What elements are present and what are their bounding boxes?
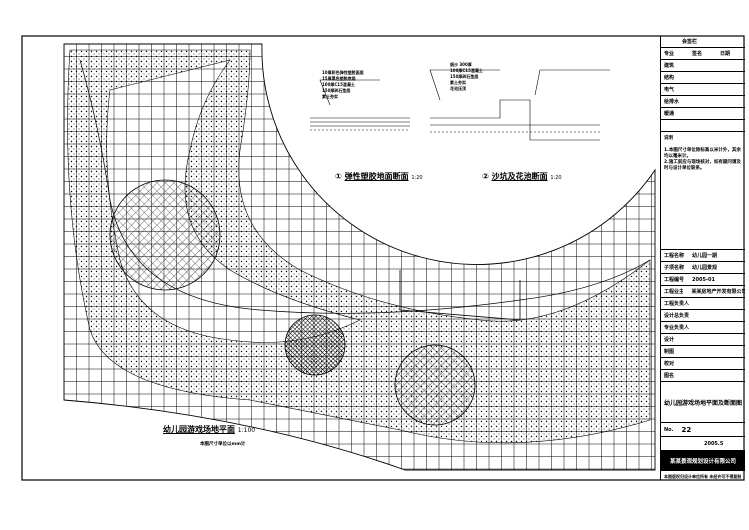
countersign-columns: 专业 签名 日期 (661, 48, 745, 60)
field-label: 校对 (664, 361, 675, 367)
company-name: 某某景观规划设计有限公司 (661, 451, 745, 471)
field-row: 子项名称 幼儿园景观 (661, 262, 745, 274)
field-row: 校对 (661, 358, 745, 370)
discipline-row: 电气 (661, 84, 745, 96)
date-row: 2005.5 (661, 437, 745, 451)
field-label: 工程业主 (664, 289, 684, 295)
col-label: 签名 (692, 51, 703, 57)
field-value: 幼儿园一期 (692, 253, 718, 259)
section1-scale: 1:20 (411, 175, 423, 181)
discipline: 建筑 (664, 63, 675, 69)
discipline: 结构 (664, 75, 675, 81)
crosshatch-circle-large (109, 179, 221, 291)
sheet-border (21, 35, 745, 481)
field-row: 工程业主 某某房地产开发有限公司 (661, 286, 745, 298)
discipline: 给排水 (664, 99, 680, 105)
sheet-no: 22 (681, 425, 692, 434)
title-block: 会签栏 专业 签名 日期 建筑 结构 电气 给排水 暖通 说明 1.本图尺寸单位… (660, 36, 745, 480)
field-value: 2005-01 (692, 276, 715, 283)
blank-row (661, 120, 745, 132)
field-label: 工程编号 (664, 277, 685, 283)
note: 150厚碎石垫层 (322, 88, 351, 93)
countersign-label: 会签栏 (682, 39, 698, 45)
field-row: 工程负责人 (661, 298, 745, 310)
section2-title: ② 沙坑及花池断面 1:20 (482, 171, 562, 182)
note: 100厚C15混凝土 (450, 68, 483, 73)
countersign-header: 会签栏 (661, 36, 745, 48)
crosshatch-circle-small (394, 344, 476, 426)
col-label: 专业 (664, 51, 675, 57)
section2-notes: 细沙 300厚 100厚C15混凝土 150厚碎石垫层 素土夯实 花池压顶 (450, 62, 483, 92)
sheet-row: No. 22 (661, 423, 745, 437)
field-label: 子项名称 (664, 265, 685, 271)
field-value: 幼儿园景观 (692, 265, 718, 271)
section1-title: ① 弹性塑胶地面断面 1:20 (335, 171, 423, 182)
note: 2.施工前应与现场核对，如有疑问请及时与设计单位联系。 (664, 160, 741, 171)
section2-title-text: 沙坑及花池断面 (491, 172, 548, 181)
discipline-row: 给排水 (661, 96, 745, 108)
note: 1.本图尺寸单位除标高以米计外，其余均以毫米计。 (664, 148, 741, 159)
note: 10厚彩色弹性塑胶面层 (322, 70, 364, 75)
curved-path-2 (399, 270, 521, 321)
footer-text: 本图版权归设计单位所有 未经许可不得复制 (664, 474, 742, 479)
discipline-row: 暖通 (661, 108, 745, 120)
field-label: 工程负责人 (664, 301, 690, 307)
field-label: 专业负责人 (664, 325, 690, 331)
field-row: 专业负责人 (661, 322, 745, 334)
field-row: 设计 (661, 334, 745, 346)
section2-number: ② (482, 172, 489, 181)
field-row: 图名 (661, 370, 745, 382)
notes-title: 说明 (664, 136, 673, 141)
note: 素土夯实 (322, 94, 338, 99)
discipline: 电气 (664, 87, 675, 93)
section1-number: ① (335, 172, 342, 181)
discipline: 暖通 (664, 111, 675, 117)
discipline-row: 建筑 (661, 60, 745, 72)
planting-area (67, 49, 651, 444)
note: 细沙 300厚 (450, 62, 472, 67)
field-label: 设计总负责 (664, 313, 690, 319)
section2-scale: 1:20 (550, 175, 562, 181)
plan-title-text: 幼儿园游戏场地平面 (163, 425, 235, 434)
footer: 本图版权归设计单位所有 未经许可不得复制 (661, 471, 745, 483)
dense-circle (284, 314, 346, 376)
field-row: 工程编号 2005-01 (661, 274, 745, 286)
plan-subtitle: 本图尺寸单位以mm计 (200, 442, 246, 447)
field-label: 工程名称 (664, 253, 685, 259)
section1-notes: 10厚彩色弹性塑胶面层 15厚黑色塑胶底层 100厚C15混凝土 150厚碎石垫… (322, 70, 364, 100)
field-label: 制图 (664, 349, 675, 355)
notes: 说明 1.本图尺寸单位除标高以米计外，其余均以毫米计。 2.施工前应与现场核对，… (661, 132, 745, 250)
site-boundary (63, 43, 656, 471)
plan-scale: 1:100 (237, 427, 256, 434)
field-value: 某某房地产开发有限公司 (691, 289, 745, 295)
field-label: 图名 (664, 373, 675, 379)
discipline-row: 结构 (661, 72, 745, 84)
note: 素土夯实 (450, 80, 466, 85)
date: 2005.5 (704, 440, 724, 447)
note: 15厚黑色塑胶底层 (322, 76, 356, 81)
section1-title-text: 弹性塑胶地面断面 (344, 172, 409, 181)
plan-title: 幼儿园游戏场地平面 1:100 (163, 424, 255, 435)
curved-path (79, 59, 651, 314)
note: 150厚碎石垫层 (450, 74, 479, 79)
section-details (310, 69, 610, 141)
field-row: 设计总负责 (661, 310, 745, 322)
drawing-name: 幼儿园游戏场地平面及断面图 (661, 382, 745, 423)
sheet-no-label: No. (664, 426, 674, 433)
field-row: 制图 (661, 346, 745, 358)
field-row: 工程名称 幼儿园一期 (661, 250, 745, 262)
col-label: 日期 (720, 51, 731, 57)
field-label: 设计 (664, 337, 675, 343)
note: 100厚C15混凝土 (322, 82, 355, 87)
note: 花池压顶 (450, 86, 466, 91)
site-plan (64, 44, 655, 470)
